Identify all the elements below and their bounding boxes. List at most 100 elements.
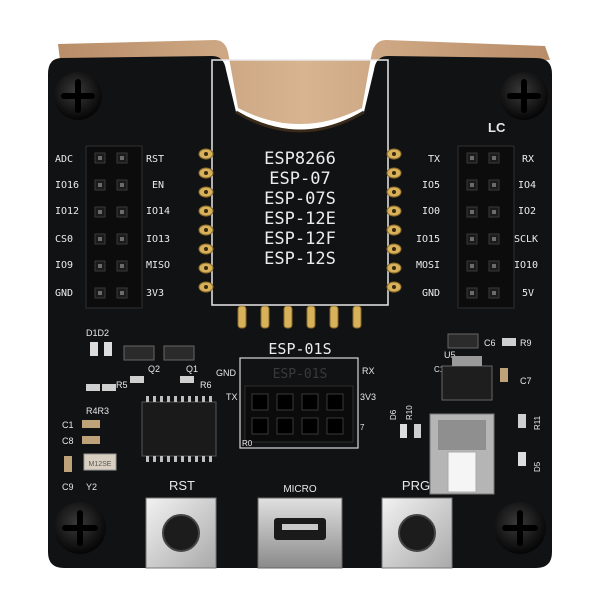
socket-pin-hole [392,190,396,194]
led-d2 [104,342,112,356]
chip-leg [181,456,184,462]
esp01-socket-hole [276,417,294,435]
pin-label: IO13 [146,234,170,245]
header-pin-hole [120,264,124,268]
led-d5 [518,452,526,466]
pin-label: RX [522,154,534,165]
socket-pin-hole [204,285,208,289]
component-label: D5 [533,461,542,472]
socket-pin-hole [204,190,208,194]
socket-pin-hole [392,285,396,289]
chip-leg [202,396,205,402]
esp01-title: ESP-01S [268,340,331,358]
chip-leg [174,456,177,462]
resistor [502,338,516,346]
chip-leg [160,456,163,462]
component-label: D6 [389,409,398,420]
socket-pin-hole [204,209,208,213]
header-pin-hole [470,237,474,241]
header-pin-hole [492,237,496,241]
esp01-socket-hole [251,417,269,435]
pin-label: TX [428,154,440,165]
socket-pin-hole [204,152,208,156]
header-pin-hole [98,264,102,268]
socket-pin-hole [392,152,396,156]
chip-leg [167,396,170,402]
component-label: R4R3 [86,406,109,416]
screw-bottom-left [54,502,106,554]
pin-label: GND [422,288,440,299]
screw-top-left [54,72,102,120]
left-header-right-labels: RST EN IO14 IO13 MISO 3V3 [146,154,170,299]
pin-label: IO0 [422,206,440,217]
pin-label: MOSI [416,260,440,271]
right-pin-header [457,145,515,309]
transistor-q1 [163,345,195,361]
header-pin-hole [98,156,102,160]
wood-socket-edge [58,40,550,124]
resistor [86,384,100,391]
pin-label: 3V3 [146,288,164,299]
led-d6 [400,424,407,438]
module-line: ESP-12E [264,209,336,229]
left-header-left-labels: ADC IO16 IO12 CS0 IO9 GND [55,154,79,299]
header-pin-hole [470,183,474,187]
socket-pin-hole [204,228,208,232]
brand-logo: LC [488,120,506,135]
chip-leg [209,456,212,462]
component-label: C6 [484,338,496,348]
socket-pin-bottom [329,305,339,329]
resistor [518,414,526,428]
socket-pin-hole [392,209,396,213]
micro-usb-tongue [282,524,318,530]
component-label: R5 [116,380,128,390]
regulator-small [447,333,479,349]
component-label: R9 [520,338,532,348]
prg-button[interactable] [398,514,436,552]
crystal-y2 [83,453,117,471]
component-label: R6 [200,380,212,390]
right-header-left-labels: TX IO5 IO0 IO15 MOSI GND [416,154,440,299]
resistor [414,424,421,438]
micro-usb-label: MICRO [283,484,317,495]
chip-leg [209,396,212,402]
pin-label: EN [152,180,164,191]
chip-leg [181,396,184,402]
component-label: R10 [405,405,414,420]
chip-leg [188,396,191,402]
power-switch-toggle[interactable] [447,451,477,493]
header-pin-hole [120,210,124,214]
pin-label: IO15 [416,234,440,245]
usb-serial-chip [141,401,217,457]
pin-label: IO4 [518,180,536,191]
voltage-regulator [441,365,493,401]
module-line: ESP8266 [264,149,336,169]
screw-top-right [500,72,548,120]
component-label: C1 [62,420,74,430]
esp01-pin-label: 7 [360,423,365,432]
chip-leg [174,396,177,402]
header-pin-hole [98,210,102,214]
screw-bottom-right [494,502,546,554]
right-header-right-labels: RX IO4 IO2 SCLK IO10 5V [514,154,538,299]
component-label: U5 [444,350,456,360]
pin-label: CS0 [55,234,73,245]
pin-label: IO10 [514,260,538,271]
header-pin-hole [98,183,102,187]
resistor [102,384,116,391]
esp01-socket-hole [276,393,294,411]
pin-label: IO16 [55,180,79,191]
resistor [130,376,144,383]
capacitor [64,456,72,472]
socket-pin-bottom [260,305,270,329]
header-pin-hole [120,156,124,160]
header-pin-hole [470,210,474,214]
pin-label: IO14 [146,206,170,217]
rst-button[interactable] [162,514,200,552]
pin-label: SCLK [514,234,538,245]
chip-leg [195,456,198,462]
pin-label: IO5 [422,180,440,191]
component-label: R11 [533,415,542,430]
chip-leg [146,396,149,402]
header-pin-hole [492,210,496,214]
